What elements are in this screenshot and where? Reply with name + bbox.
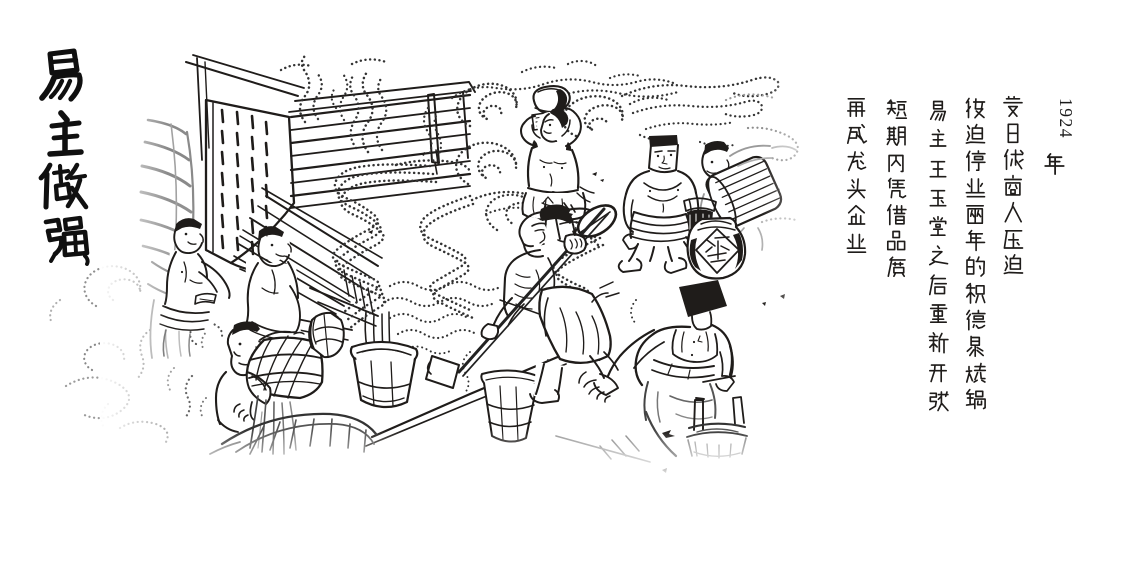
svg-text:1924: 1924 (1056, 98, 1076, 139)
